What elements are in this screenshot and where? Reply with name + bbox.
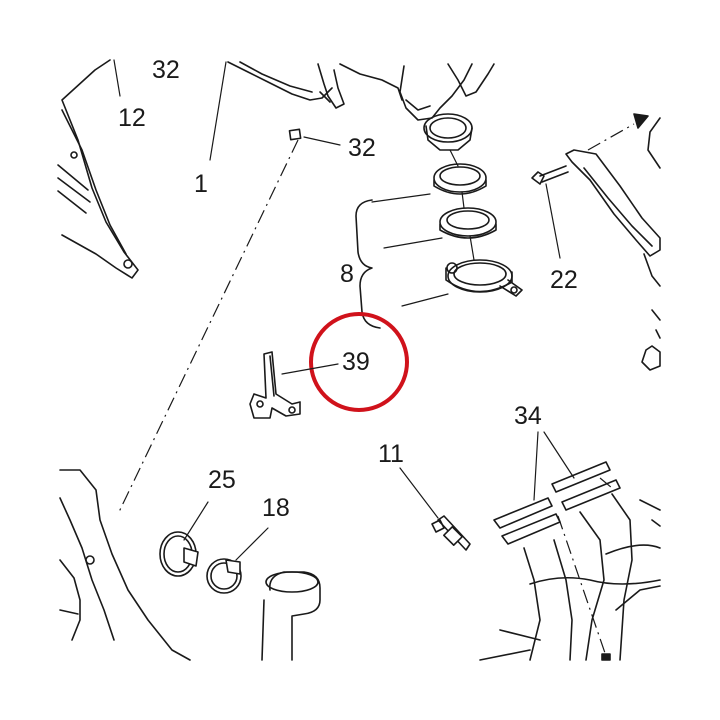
exhaust-header-part-34[interactable] bbox=[479, 461, 661, 661]
hose-clamp-part-18[interactable] bbox=[206, 558, 242, 594]
bolt-part-22[interactable] bbox=[531, 165, 569, 185]
exhaust-clamp[interactable] bbox=[445, 259, 523, 297]
housing-lower-left[interactable] bbox=[59, 469, 191, 661]
frame-right[interactable] bbox=[565, 117, 661, 371]
center-lines bbox=[117, 139, 613, 657]
bracket-brace-8 bbox=[355, 193, 449, 329]
label-part-12: 12 bbox=[118, 104, 146, 132]
cover-plate-part-12[interactable] bbox=[57, 59, 139, 279]
label-part-18: 18 bbox=[262, 494, 290, 522]
silencer-body-part-1[interactable] bbox=[227, 61, 403, 109]
label-part-8: 8 bbox=[340, 260, 354, 288]
link-pipe-lower[interactable] bbox=[261, 571, 321, 661]
label-part-39: 39 bbox=[342, 348, 370, 376]
label-part-25: 25 bbox=[208, 466, 236, 494]
hose-clamp-part-25[interactable] bbox=[159, 531, 199, 577]
clip-part-32[interactable] bbox=[288, 128, 302, 141]
label-part-11: 11 bbox=[378, 440, 404, 468]
label-part-1: 1 bbox=[194, 170, 208, 198]
exhaust-inlet-pipe[interactable] bbox=[399, 63, 495, 151]
sensor-part-11[interactable] bbox=[431, 515, 471, 551]
label-part-32: 32 bbox=[348, 134, 376, 162]
highlight-circle bbox=[309, 312, 409, 412]
bracket-part-39[interactable] bbox=[249, 351, 301, 419]
leader-lines bbox=[113, 59, 575, 561]
label-part-22: 22 bbox=[550, 266, 578, 294]
label-part-34: 34 bbox=[514, 402, 542, 430]
direction-arrow bbox=[587, 113, 649, 151]
gasket-ring-lower[interactable] bbox=[439, 207, 497, 239]
gasket-ring-upper[interactable] bbox=[433, 163, 487, 195]
label-part-32-top: 32 bbox=[152, 56, 180, 84]
